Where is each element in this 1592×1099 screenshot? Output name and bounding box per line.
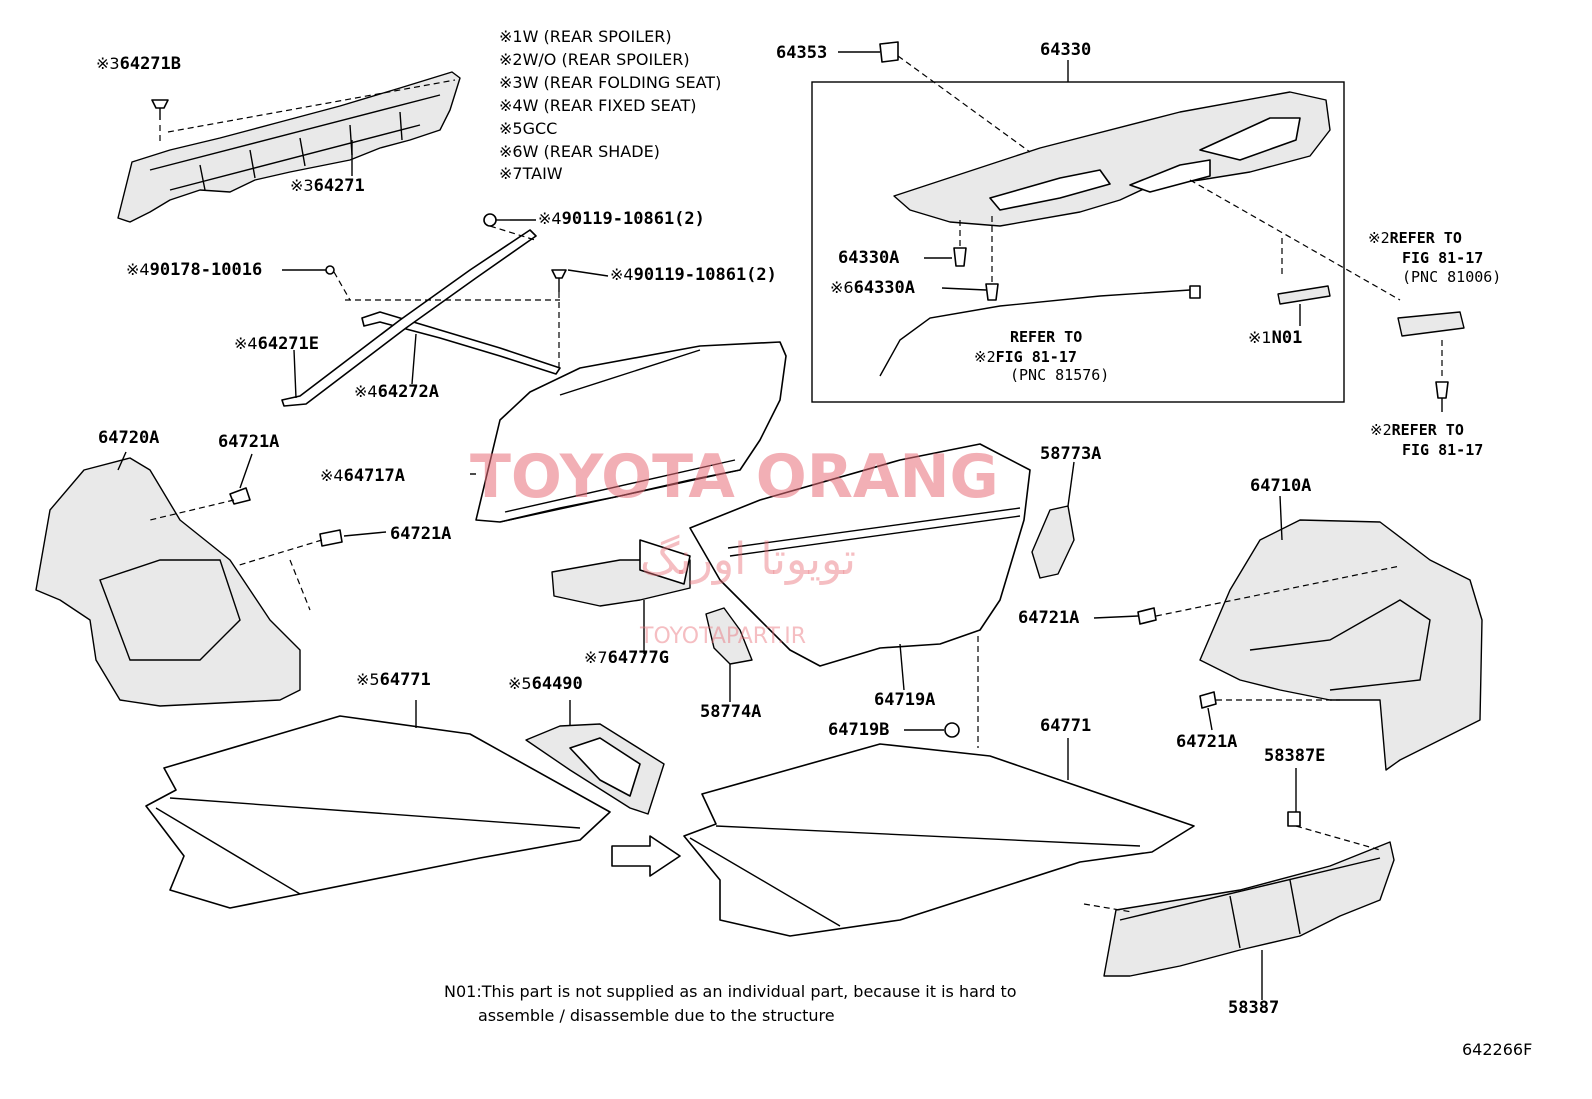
deck-board-64719a <box>689 443 1031 667</box>
bolt-90119-top <box>483 213 510 227</box>
part-label-58387e: 58387E <box>1264 746 1326 766</box>
part-label-64719b: 64719B <box>828 720 890 740</box>
clip-64330a-shade <box>985 283 999 301</box>
refer-to-inner-line3: (PNC 81576) <box>1010 366 1110 384</box>
part-label-64710a: 64710A <box>1250 476 1312 496</box>
jack-tray-64777g <box>551 539 691 607</box>
tray-64490 <box>525 723 665 815</box>
clip-64721a-right-bottom <box>1199 691 1217 709</box>
part-label-64721a-right-top: 64721A <box>1018 608 1080 628</box>
mat-64771-left <box>145 715 611 909</box>
hook-58773a <box>1031 505 1075 579</box>
package-tray-64330 <box>893 91 1331 227</box>
mat-64771-right <box>683 743 1195 937</box>
footnote-line1: N01:This part is not supplied as an indi… <box>444 982 1017 1001</box>
wire-harness <box>879 289 1191 377</box>
nut-90178 <box>325 265 335 275</box>
clip-64721a-left-top <box>229 487 251 505</box>
part-label-90178: ※490178-10016 <box>126 260 263 280</box>
brace-64272a <box>281 229 561 407</box>
part-label-64490: ※564490 <box>508 674 583 694</box>
part-label-64272a: ※464272A <box>354 382 440 402</box>
part-label-64721a-right-bottom: 64721A <box>1176 732 1238 752</box>
part-label-64771-left: ※564771 <box>356 670 431 690</box>
part-label-64330: 64330 <box>1040 40 1092 60</box>
hook-58774a <box>705 607 753 665</box>
part-label-90119-top: ※490119-10861(2) <box>538 209 705 229</box>
sill-plate-58387 <box>1103 841 1395 977</box>
part-label-64353: 64353 <box>776 43 828 63</box>
legend-note-5: ※5GCC <box>499 119 558 138</box>
part-label-n01: ※1N01 <box>1248 328 1303 348</box>
clip-64721a-left-bottom <box>319 529 343 547</box>
leader-lines <box>117 51 1301 1000</box>
part-label-58773a: 58773A <box>1040 444 1102 464</box>
figure-code: 642266F <box>1462 1040 1533 1059</box>
clip-64721a-right-top <box>1137 607 1157 625</box>
legend-note-4: ※4W (REAR FIXED SEAT) <box>499 96 697 115</box>
legend-note-2: ※2W/O (REAR SPOILER) <box>499 50 690 69</box>
refer-to-right-top-line3: (PNC 81006) <box>1402 268 1502 286</box>
part-label-64271: ※364271 <box>290 176 365 196</box>
part-label-64719a: 64719A <box>874 690 936 710</box>
watermark-main: TOYOTA ORANG <box>470 442 999 512</box>
legend-note-1: ※1W (REAR SPOILER) <box>499 27 672 46</box>
bolt-90119-right <box>551 269 567 292</box>
side-trim-64720a <box>35 457 301 707</box>
clip-64353 <box>879 41 899 63</box>
legend-note-3: ※3W (REAR FOLDING SEAT) <box>499 73 722 92</box>
side-trim-64710a <box>1199 519 1483 771</box>
clip-64719b <box>944 722 960 738</box>
part-label-64721a-left-bottom: 64721A <box>390 524 452 544</box>
refer-to-right-top-line1: ※2REFER TO <box>1368 229 1462 247</box>
clip-64330a <box>953 247 967 267</box>
panel-64717a <box>475 341 787 523</box>
footnote-line2: assemble / disassemble due to the struct… <box>478 1006 835 1025</box>
spoiler-bracket-n01 <box>1277 285 1331 305</box>
refer-to-right-top-line2: FIG 81-17 <box>1402 249 1484 267</box>
refer-to-right-bottom-line2: FIG 81-17 <box>1402 441 1484 459</box>
part-label-58774a: 58774A <box>700 702 762 722</box>
trim-panel-64271 <box>117 71 461 223</box>
part-label-64271b: ※364271B <box>96 54 182 74</box>
bolt-ref-81-17 <box>1435 381 1449 412</box>
part-label-64720a: 64720A <box>98 428 160 448</box>
part-label-58387: 58387 <box>1228 998 1280 1018</box>
clip-58387e <box>1287 811 1301 827</box>
part-label-64717a: ※464717A <box>320 466 406 486</box>
legend-note-6: ※6W (REAR SHADE) <box>499 142 660 161</box>
watermark-persian: تویوتا اورنگ <box>640 534 856 585</box>
refer-to-inner-line1: REFER TO <box>1010 328 1083 346</box>
refer-to-inner-line2: ※2FIG 81-17 <box>974 348 1077 366</box>
part-label-64771-right: 64771 <box>1040 716 1092 736</box>
watermark-site: TOYOTAPART.IR <box>640 624 807 649</box>
assembly-box-64330 <box>811 81 1345 403</box>
direction-arrow-icon <box>611 835 681 877</box>
part-label-64271e: ※464271E <box>234 334 320 354</box>
part-label-64330a: 64330A <box>838 248 900 268</box>
part-label-90119-right: ※490119-10861(2) <box>610 265 777 285</box>
bracket-ref-81006 <box>1397 311 1465 337</box>
clip-64271b <box>151 99 169 120</box>
refer-to-right-bottom-line1: ※2REFER TO <box>1370 421 1464 439</box>
part-label-64777g: ※764777G <box>584 648 670 668</box>
legend-note-7: ※7TAIW <box>499 164 563 183</box>
part-label-64721a-left-top: 64721A <box>218 432 280 452</box>
part-label-64330a-shade: ※664330A <box>830 278 916 298</box>
